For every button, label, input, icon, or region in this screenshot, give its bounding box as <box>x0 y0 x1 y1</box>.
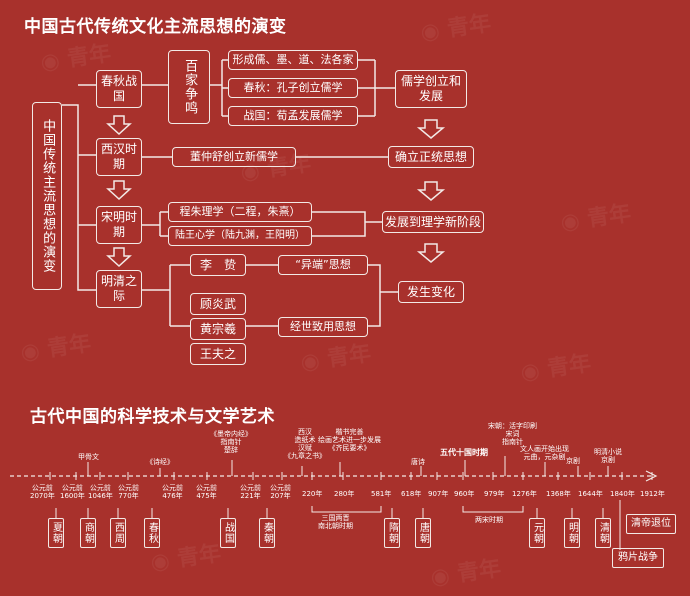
change-box: 发生变化 <box>398 281 464 303</box>
dong-box: 董仲舒创立新儒学 <box>172 147 296 167</box>
baijia-box: 百家争鸣 <box>168 50 210 124</box>
dynasty-xizhou: 西周 <box>110 518 126 548</box>
note-liangsong: 两宋时期 <box>475 516 503 524</box>
dynasty-xia: 夏朝 <box>48 518 64 548</box>
dynasty-chunqiu: 春秋 <box>144 518 160 548</box>
era-chunqiu: 春秋战国 <box>96 70 142 108</box>
note-mingqing: 明清小说 京剧 <box>594 448 622 465</box>
date-label: 公元前 1046年 <box>88 484 113 501</box>
era-xihan: 西汉时期 <box>96 138 142 176</box>
era-mingqing: 明清之际 <box>96 270 142 308</box>
note-kaishu: 楷书完善 绘画艺术进一步发展 《齐民要术》 <box>318 428 381 453</box>
rujia-create-box: 儒学创立和发展 <box>395 70 467 108</box>
date-label: 公元前 476年 <box>162 484 183 501</box>
date-label: 公元前 1600年 <box>60 484 85 501</box>
thinker-wang: 王夫之 <box>190 343 246 365</box>
side-label-box: 中国传统主流思想的演变 <box>32 102 62 290</box>
note-huangdi: 《墨帝内经》 指南针 楚辞 <box>210 430 252 455</box>
date-label: 960年 <box>454 490 475 498</box>
dynasty-qing: 清朝 <box>595 518 611 548</box>
lizhi-box: 李 贽 <box>190 254 246 276</box>
dynasty-qin: 秦朝 <box>259 518 275 548</box>
jingshi-box: 经世致用思想 <box>278 317 368 337</box>
dynasty-yuan: 元朝 <box>529 518 545 548</box>
luwang-box: 陆王心学（陆九渊，王阳明） <box>168 226 312 246</box>
qing-end-box: 清帝退位 <box>626 514 676 534</box>
note-tangshi: 唐诗 <box>411 458 425 466</box>
note-sanguo: 三国两晋 南北朝时期 <box>318 514 353 531</box>
baijia-item-1: 形成儒、墨、道、法各家 <box>228 50 358 70</box>
date-label: 581年 <box>371 490 392 498</box>
note-wudai: 五代十国时期 <box>440 448 488 457</box>
era-songming: 宋明时期 <box>96 206 142 244</box>
dynasty-shang: 商朝 <box>80 518 96 548</box>
zhengtong-box: 确立正统思想 <box>388 146 474 168</box>
date-label: 618年 <box>401 490 422 498</box>
date-label: 220年 <box>302 490 323 498</box>
note-shijing: 《诗经》 <box>146 458 174 466</box>
dynasty-tang: 唐朝 <box>415 518 431 548</box>
thinker-huang: 黄宗羲 <box>190 318 246 340</box>
date-label: 1840年 <box>610 490 635 498</box>
lixue-box: 发展到理学新阶段 <box>382 211 484 233</box>
baijia-item-3: 战国：荀孟发展儒学 <box>228 106 358 126</box>
date-label: 1276年 <box>512 490 537 498</box>
date-label: 979年 <box>484 490 505 498</box>
date-label: 1368年 <box>546 490 571 498</box>
note-jiaguwen: 甲骨文 <box>78 453 99 461</box>
date-label: 907年 <box>428 490 449 498</box>
chengzhu-box: 程朱理学（二程，朱熹） <box>168 202 312 222</box>
note-yuan: 文人画开始出现 元曲，元杂剧 <box>520 445 569 462</box>
date-label: 1912年 <box>640 490 665 498</box>
dynasty-ming: 明朝 <box>564 518 580 548</box>
section1-title: 中国古代传统文化主流思想的演变 <box>24 17 287 37</box>
dynasty-sui: 隋朝 <box>384 518 400 548</box>
date-label: 公元前 475年 <box>196 484 217 501</box>
date-label: 公元前 207年 <box>270 484 291 501</box>
date-label: 公元前 2070年 <box>30 484 55 501</box>
date-label: 1644年 <box>578 490 603 498</box>
thinker-gu: 顾炎武 <box>190 293 246 315</box>
date-label: 公元前 221年 <box>240 484 261 501</box>
note-xihan: 西汉 造纸术 汉赋 《九章之书》 <box>284 428 326 461</box>
baijia-item-2: 春秋：孔子创立儒学 <box>228 78 358 98</box>
date-label: 280年 <box>334 490 355 498</box>
dynasty-zhanguo: 战国 <box>220 518 236 548</box>
note-song: 宋朝：活字印刷 宋词 指南针 <box>488 422 537 447</box>
yiduan-box: “异端”思想 <box>278 255 368 275</box>
opium-war-box: 鸦片战争 <box>612 548 664 568</box>
date-label: 公元前 770年 <box>118 484 139 501</box>
note-jingju: 京剧 <box>566 457 580 465</box>
section2-title: 古代中国的科学技术与文学艺术 <box>30 407 275 427</box>
